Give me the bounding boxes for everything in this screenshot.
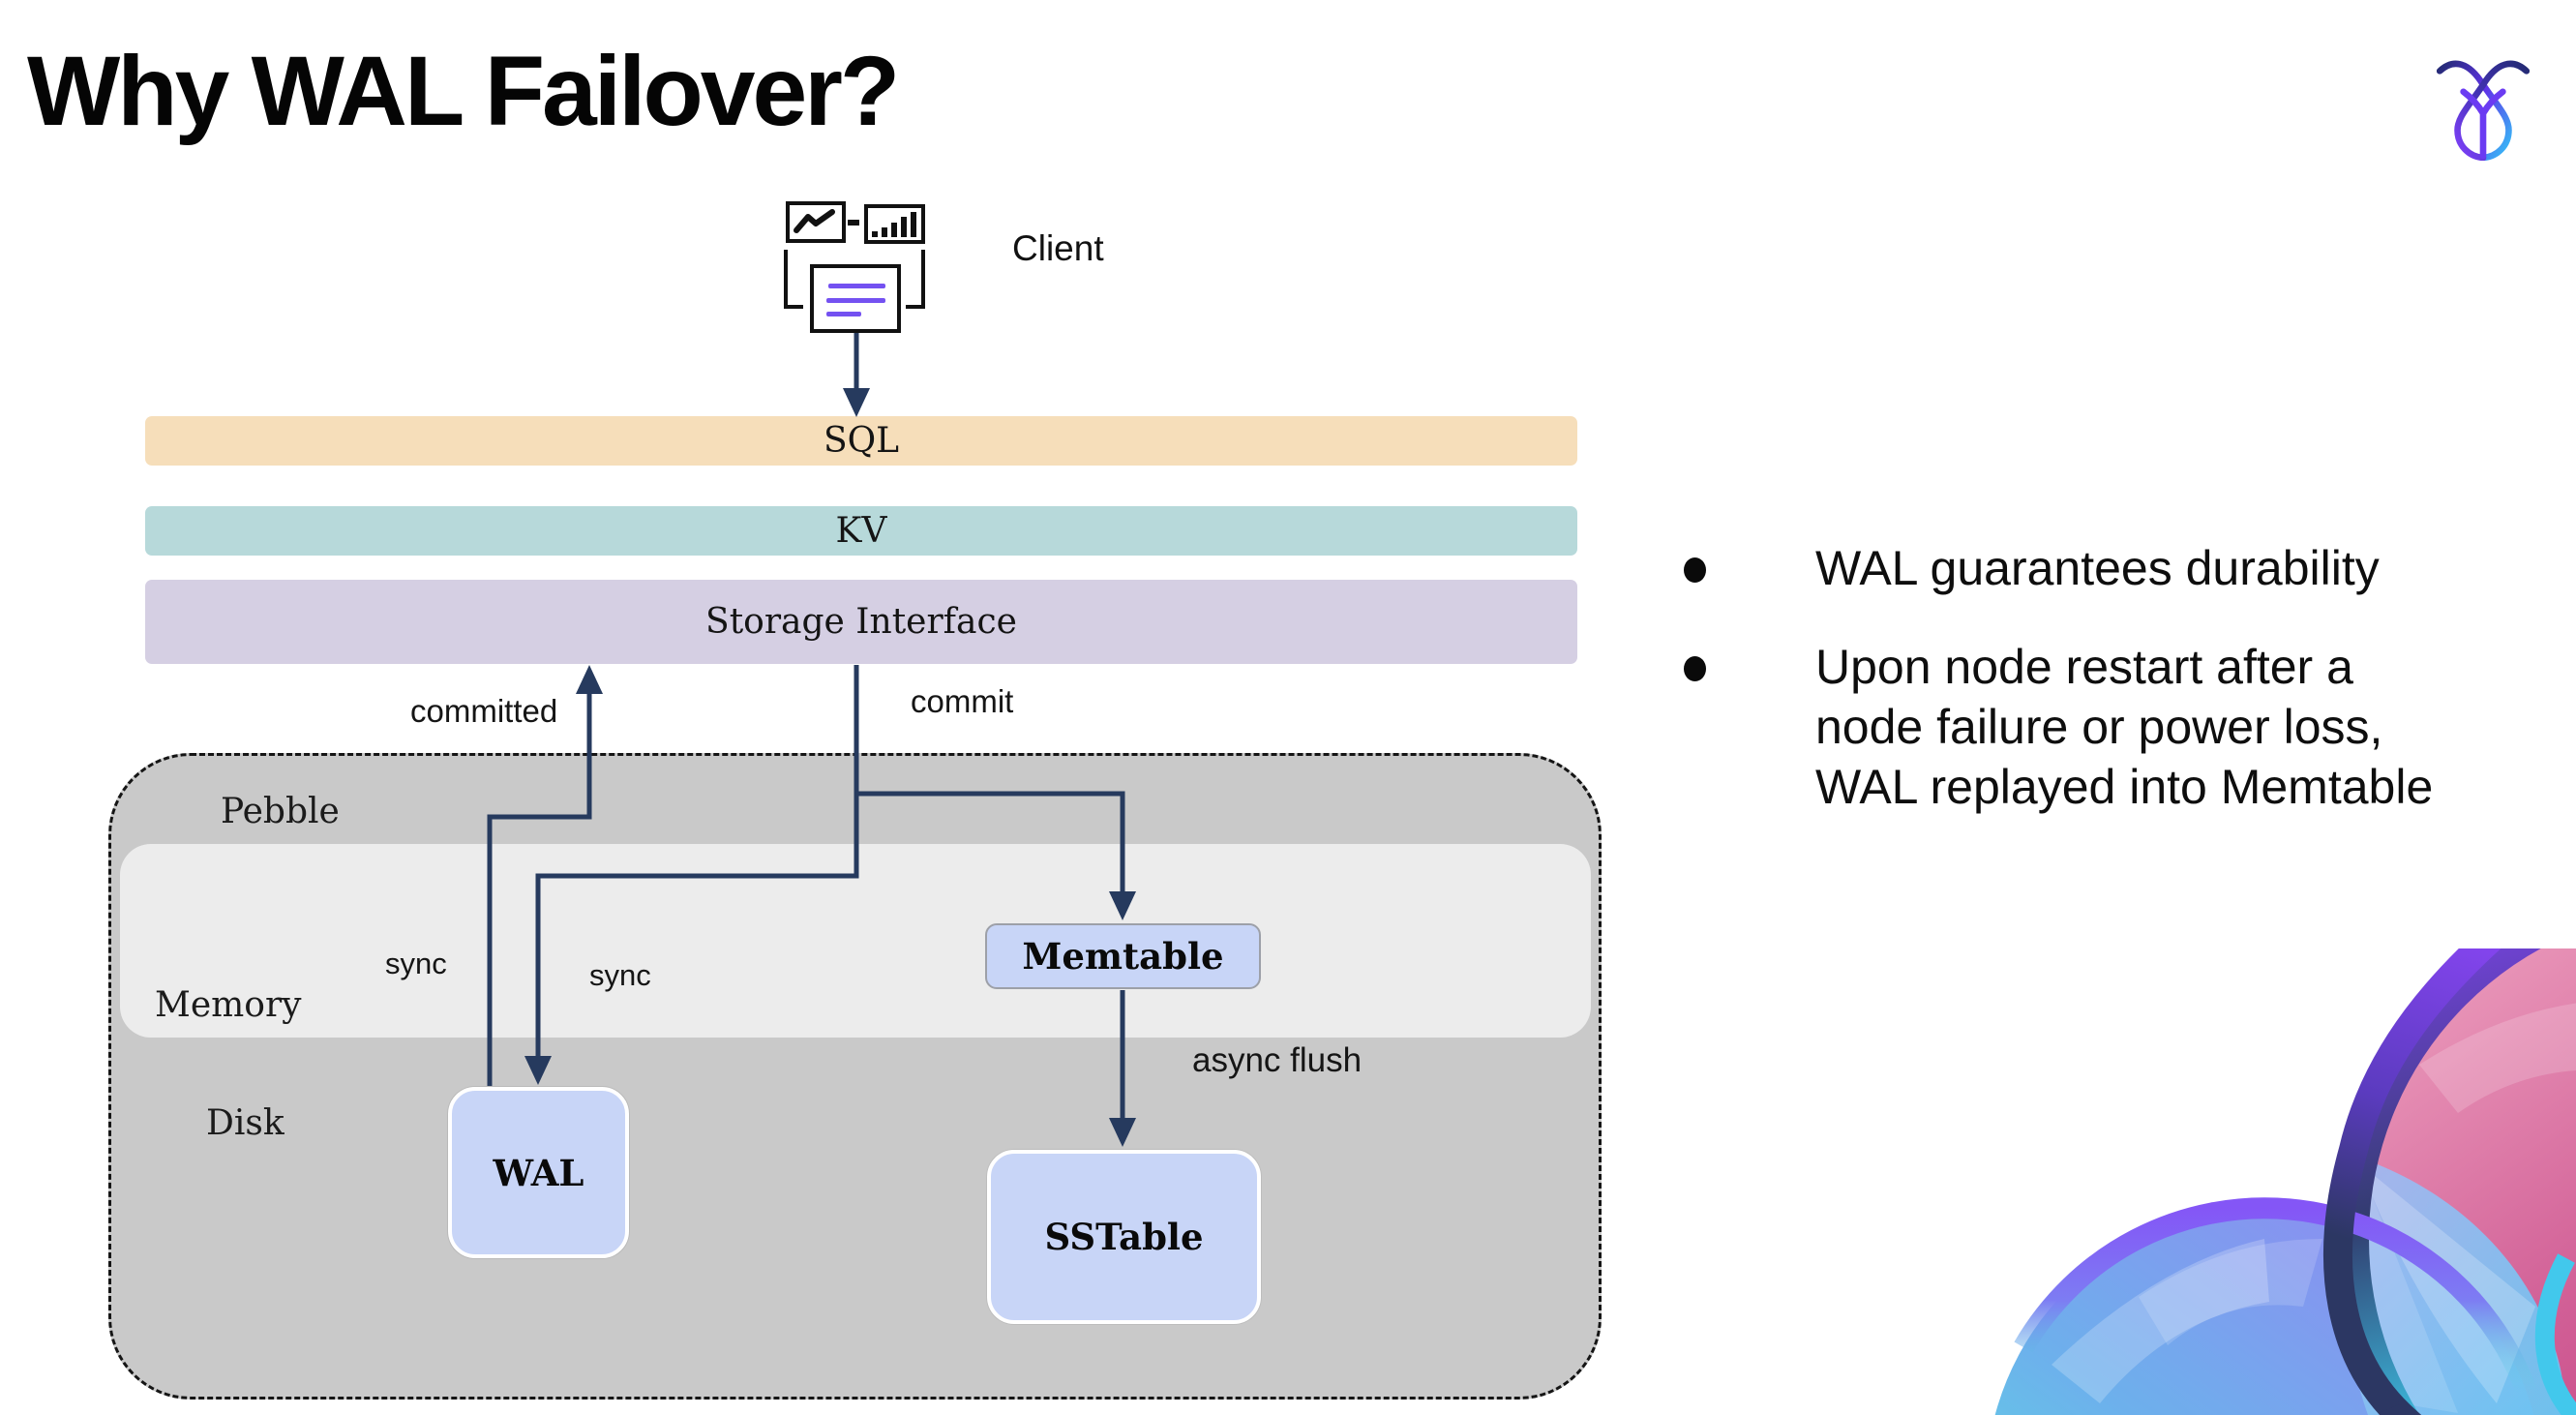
wal-node-label: WAL	[493, 1151, 584, 1194]
committed-arrowhead	[576, 665, 603, 694]
bullet-item: Upon node restart after a node failure o…	[1684, 637, 2551, 817]
bar-chart-icon	[864, 204, 925, 244]
storage-interface-layer-label: Storage Interface	[705, 602, 1017, 642]
commit-edge-label: commit	[911, 683, 1014, 719]
document-icon	[810, 264, 901, 333]
brand-artwork	[1994, 948, 2576, 1415]
sstable-node-label: SSTable	[1044, 1216, 1204, 1258]
client-label: Client	[1012, 228, 1104, 268]
sstable-node: SSTable	[987, 1150, 1261, 1324]
line-chart-icon	[786, 201, 846, 243]
kv-layer-label: KV	[835, 511, 887, 551]
dash-connector	[848, 220, 859, 226]
bracket-left-icon	[784, 250, 803, 309]
bullet-text: Upon node restart after a node failure o…	[1815, 640, 2434, 814]
bullet-dot-icon	[1684, 656, 1706, 681]
antenna-arc	[2323, 948, 2501, 1415]
bullet-text: WAL guarantees durability	[1815, 541, 2380, 595]
client-to-sql-arrowhead	[843, 388, 870, 417]
sync-right-edge-label: sync	[589, 958, 651, 992]
memory-label: Memory	[155, 985, 302, 1025]
pebble-label: Pebble	[221, 792, 340, 831]
disk-label: Disk	[206, 1103, 285, 1143]
bullet-item: WAL guarantees durability	[1684, 538, 2551, 598]
sync-left-edge-label: sync	[385, 947, 447, 980]
wal-node: WAL	[448, 1087, 629, 1258]
memtable-node: Memtable	[985, 923, 1261, 989]
async-flush-edge-label: async flush	[1192, 1041, 1363, 1079]
committed-edge-label: committed	[410, 693, 558, 729]
cockroachdb-logo-icon	[2437, 60, 2530, 161]
memory-band	[120, 844, 1591, 1038]
sql-layer-bar: SQL	[145, 416, 1577, 466]
kv-layer-bar: KV	[145, 506, 1577, 556]
sql-layer-label: SQL	[823, 421, 900, 461]
bracket-right-icon	[906, 250, 925, 309]
memtable-node-label: Memtable	[1022, 935, 1224, 978]
page-title: Why WAL Failover?	[27, 36, 900, 146]
storage-interface-layer-bar: Storage Interface	[145, 580, 1577, 664]
bullet-dot-icon	[1684, 557, 1706, 583]
